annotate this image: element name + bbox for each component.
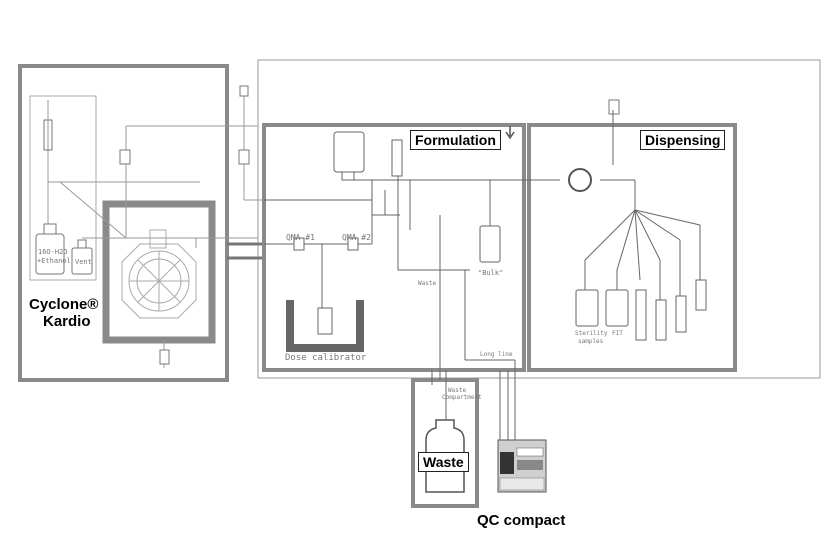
waste-compartment-label-2: Compartment <box>442 394 482 401</box>
bulk-label: "Bulk" <box>478 269 503 277</box>
formulation-tubing <box>264 140 529 430</box>
dispensing-compartment <box>529 125 735 370</box>
waste-compartment-label-1: Waste <box>448 387 466 394</box>
sterility-label-1: Sterility <box>575 330 608 337</box>
rotary-valve <box>569 169 591 191</box>
waste-line-label: Waste <box>418 280 436 287</box>
cyclone-compartment <box>20 66 227 380</box>
qma1-label: QMA #1 <box>286 233 315 242</box>
qc-compact-label: QC compact <box>474 512 568 529</box>
flow-arrow <box>506 126 514 138</box>
qma2-label: QMA #2 <box>342 233 371 242</box>
pressure-gauges <box>120 86 619 364</box>
vial-ethanol-label-2: +Ethanol <box>37 257 71 265</box>
dispensing-label: Dispensing <box>640 130 725 150</box>
vial-ethanol-label-1: 16O-H2O <box>38 248 68 256</box>
sterility-label-2: samples <box>578 338 604 345</box>
vent-label: Vent <box>75 258 92 266</box>
qc-compact-instrument <box>498 440 546 492</box>
cyclone-wheel <box>122 230 196 318</box>
fit-label: FIT <box>612 330 623 337</box>
waste-label: Waste <box>418 452 469 472</box>
formulation-label: Formulation <box>410 130 501 150</box>
cyclone-label: Cyclone® Kardio <box>26 296 101 330</box>
formulation-equipment <box>294 132 500 262</box>
long-line-label: Long line <box>480 351 513 358</box>
dose-calibrator-label: Dose calibrator <box>285 353 367 363</box>
dose-calibrator <box>290 300 360 348</box>
